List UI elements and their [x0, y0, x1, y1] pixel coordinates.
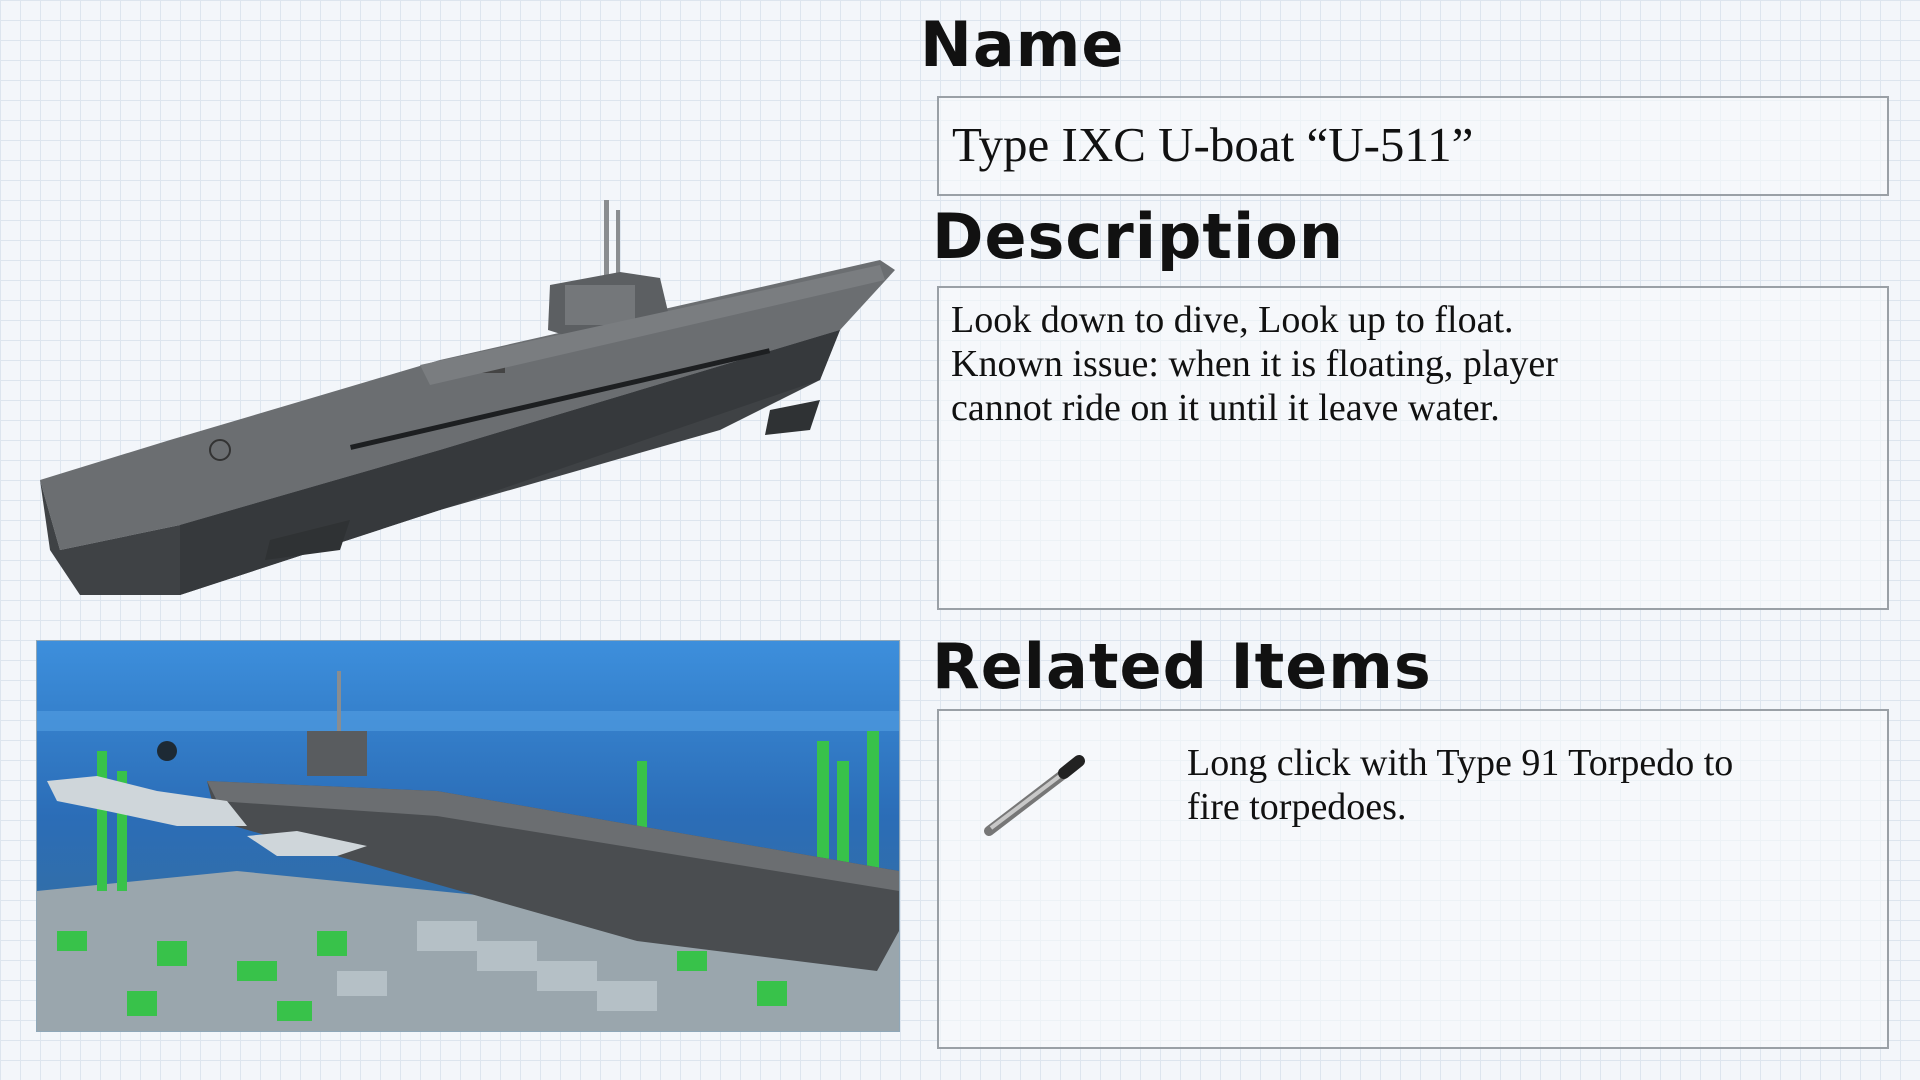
submarine-model-render: [20, 180, 900, 600]
description-text: Look down to dive, Look up to float. Kno…: [951, 298, 1558, 430]
name-heading: Name: [920, 8, 1125, 81]
description-line: Known issue: when it is floating, player: [951, 343, 1558, 385]
name-value: Type IXC U-boat “U-511”: [952, 117, 1474, 172]
related-item-line: fire torpedoes.: [1187, 786, 1407, 828]
torpedo-icon: [979, 751, 1089, 841]
underwater-scene-image: [37, 641, 899, 1031]
underwater-screenshot: [36, 640, 900, 1032]
name-field: Type IXC U-boat “U-511”: [937, 96, 1889, 196]
description-line: Look down to dive, Look up to float.: [951, 299, 1514, 341]
related-items-heading: Related Items: [932, 630, 1432, 703]
related-items-panel: Long click with Type 91 Torpedo to fire …: [937, 709, 1889, 1049]
related-item-text: Long click with Type 91 Torpedo to fire …: [1187, 741, 1733, 829]
description-heading: Description: [932, 200, 1345, 273]
description-field: Look down to dive, Look up to float. Kno…: [937, 286, 1889, 610]
description-line: cannot ride on it until it leave water.: [951, 387, 1500, 429]
related-item[interactable]: Long click with Type 91 Torpedo to fire …: [979, 741, 1869, 851]
submarine-model-image: [40, 200, 895, 595]
related-item-line: Long click with Type 91 Torpedo to: [1187, 742, 1734, 784]
